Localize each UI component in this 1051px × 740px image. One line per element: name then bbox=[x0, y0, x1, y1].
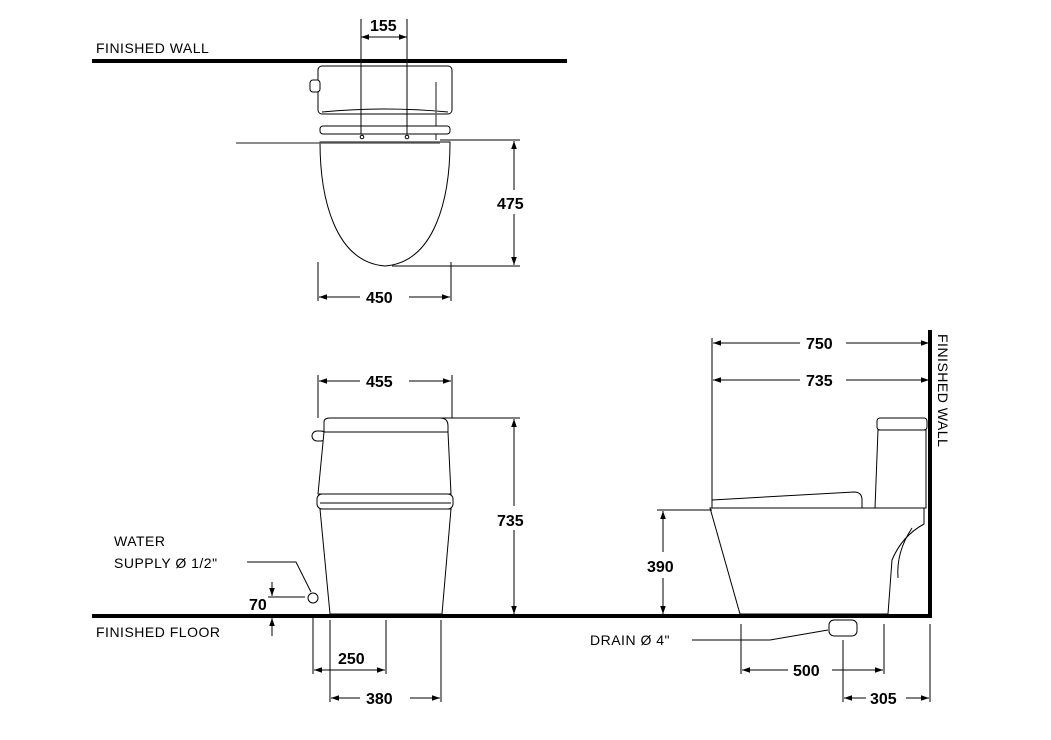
tank-body bbox=[317, 431, 452, 495]
finished-floor-label: FINISHED FLOOR bbox=[96, 624, 220, 640]
dim-rough-in: 305 bbox=[870, 691, 897, 708]
side-tank-body bbox=[874, 429, 927, 509]
finished-wall-side-label: FINISHED WALL bbox=[935, 334, 951, 447]
tank-lid bbox=[323, 417, 449, 433]
water-supply-valve bbox=[307, 592, 319, 604]
water-supply-size: SUPPLY Ø 1/2" bbox=[114, 555, 218, 571]
drain-label: DRAIN Ø 4" bbox=[590, 632, 670, 648]
dim-total-depth: 750 bbox=[806, 336, 833, 353]
dim-total-height: 735 bbox=[497, 513, 524, 530]
seat-hinge bbox=[319, 125, 451, 135]
dim-seat-height: 390 bbox=[647, 559, 674, 576]
front-view: WATER SUPPLY Ø 1/2" 70 455 735 250 380 bbox=[114, 374, 524, 708]
drain-outlet bbox=[828, 619, 858, 637]
dim-tank-width: 455 bbox=[366, 374, 393, 391]
toilet-seat-outline bbox=[319, 141, 451, 267]
side-tank-lid bbox=[876, 417, 928, 431]
dim-side-depth: 735 bbox=[806, 373, 833, 390]
dim-base-length: 500 bbox=[793, 663, 820, 680]
dim-supply-height: 70 bbox=[249, 597, 267, 614]
side-view: FINISHED WALL DRAIN Ø 4" 750 735 390 bbox=[590, 330, 951, 708]
dim-supply-offset: 250 bbox=[338, 651, 365, 668]
tank-top bbox=[317, 65, 453, 115]
side-seat-lid bbox=[711, 491, 863, 509]
top-view: FINISHED WALL 155 475 450 bbox=[92, 18, 567, 307]
bowl-base bbox=[319, 508, 452, 615]
dim-seat-depth: 475 bbox=[497, 196, 524, 213]
dim-bolt-spacing: 155 bbox=[370, 18, 397, 35]
finished-wall-label: FINISHED WALL bbox=[96, 40, 209, 56]
dim-seat-width: 450 bbox=[366, 290, 393, 307]
flush-button bbox=[309, 79, 321, 93]
seat-rim bbox=[316, 493, 454, 510]
dim-base-width: 380 bbox=[366, 691, 393, 708]
water-supply-label: WATER bbox=[114, 533, 166, 549]
side-bowl-body bbox=[709, 507, 925, 615]
